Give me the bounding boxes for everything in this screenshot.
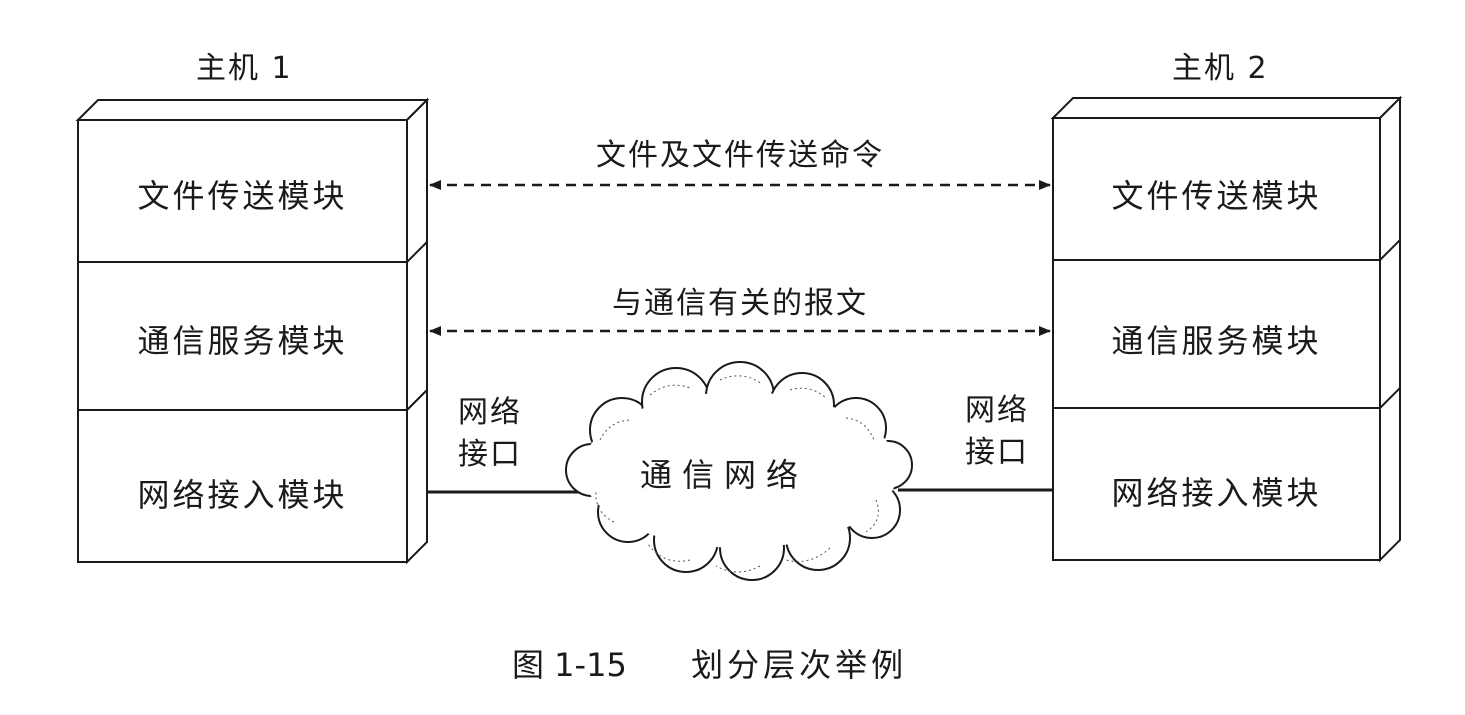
- host2-side-face: [1379, 95, 1401, 563]
- file-transfer-message-label: 文件及文件传送命令: [596, 138, 884, 173]
- host1-stack: [75, 97, 430, 565]
- host2-comm-service-label: 通信服务模块: [1111, 322, 1322, 360]
- host2-title: 主机 2: [1172, 51, 1269, 86]
- right-interface-label: 网络 接口: [952, 390, 1042, 474]
- host2-net-access-label: 网络接入模块: [1111, 474, 1322, 512]
- right-interface-line2: 接口: [965, 435, 1029, 470]
- host1-side-divider-2: [406, 389, 428, 411]
- host2-comm-service-box: [1052, 259, 1381, 409]
- host1-file-transfer-box: [77, 119, 408, 263]
- left-interface-line1: 网络: [458, 395, 522, 430]
- cloud-texture: [595, 375, 879, 573]
- figure-caption: 图 1-15 划分层次举例: [512, 640, 907, 686]
- host1-comm-service-label: 通信服务模块: [137, 322, 348, 360]
- host1-side-face: [406, 97, 428, 565]
- host2-file-transfer-box: [1052, 117, 1381, 261]
- right-interface-line1: 网络: [965, 393, 1029, 428]
- host2-side-divider-1: [1379, 239, 1401, 261]
- left-interface-label: 网络 接口: [445, 392, 535, 476]
- network-cloud: [565, 361, 913, 581]
- host2-file-transfer-label: 文件传送模块: [1111, 177, 1322, 215]
- host2-top-face: [1050, 97, 1403, 119]
- figure-title: 划分层次举例: [691, 646, 908, 684]
- comm-service-message-label: 与通信有关的报文: [612, 286, 868, 321]
- left-interface-line2: 接口: [458, 437, 522, 472]
- host1-title: 主机 1: [196, 51, 293, 86]
- host2-stack: [1050, 95, 1403, 563]
- host1-top-face: [75, 99, 430, 121]
- host1-net-access-label: 网络接入模块: [137, 476, 348, 514]
- host1-file-transfer-label: 文件传送模块: [137, 177, 348, 215]
- network-label: 通信网络: [640, 456, 809, 494]
- figure-number: 图 1-15: [512, 646, 627, 684]
- host2-net-access-box: [1052, 407, 1381, 561]
- host1-side-divider-1: [406, 241, 428, 263]
- host2-side-divider-2: [1379, 387, 1401, 409]
- host1-net-access-box: [77, 409, 408, 563]
